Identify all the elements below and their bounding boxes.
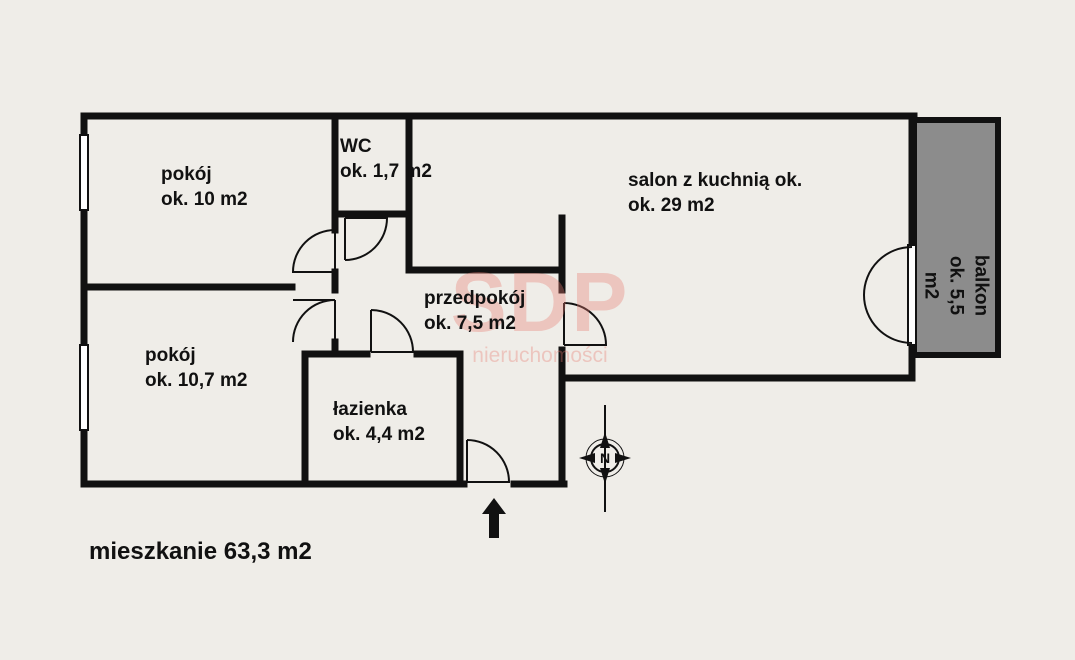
room-label-pokoj-1: pokój ok. 10 m2 [161,162,248,212]
room-label-salon: salon z kuchnią ok. ok. 29 m2 [628,168,802,218]
doors [291,217,913,483]
room-area: ok. 7,5 m2 [424,313,516,334]
room-name: pokój [145,345,196,366]
room-name: łazienka [333,399,407,420]
room-area: ok. 4,4 m2 [333,424,425,445]
room-area: ok. 10 m2 [161,189,248,210]
room-area: ok. 10,7 m2 [145,370,248,391]
room-name: salon z kuchnią ok. [628,170,803,191]
room-area: ok. 29 m2 [628,195,715,216]
room-label-przedpokoj: przedpokój ok. 7,5 m2 [424,286,525,336]
compass-icon [579,405,631,512]
room-name: WC [340,136,372,157]
room-label-pokoj-2: pokój ok. 10,7 m2 [145,343,247,393]
room-area: ok. 1,7 m2 [340,161,432,182]
room-area: ok. 5,5 m2 [920,255,967,316]
room-label-wc: WC ok. 1,7 m2 [340,134,432,184]
total-area: mieszkanie 63,3 m2 [89,538,312,565]
room-name: balkon [970,254,992,317]
windows [79,134,917,431]
room-label-balkon: balkon ok. 5,5 m2 [919,244,994,328]
compass-north-label: N [599,450,611,466]
entrance-arrow-icon [482,498,506,538]
room-name: pokój [161,164,212,185]
room-name: przedpokój [424,288,526,309]
room-label-lazienka: łazienka ok. 4,4 m2 [333,397,425,447]
